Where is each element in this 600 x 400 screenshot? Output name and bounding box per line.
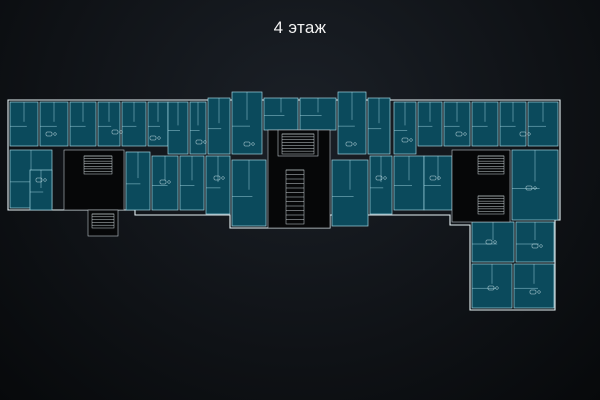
partition-line xyxy=(232,160,253,197)
partition-line xyxy=(424,156,441,186)
fixture-icon xyxy=(167,180,171,184)
fixture-icon xyxy=(45,131,53,137)
partition-line xyxy=(514,264,538,289)
partition-line xyxy=(152,156,168,186)
partition-line xyxy=(208,98,222,130)
fixture-icon xyxy=(463,132,467,136)
fixture-icon xyxy=(43,178,47,182)
fixture-icon xyxy=(531,243,539,249)
fixture-icon xyxy=(519,131,527,137)
fixture-icon xyxy=(409,138,413,142)
partition-line xyxy=(190,102,200,131)
partition-line xyxy=(394,102,408,131)
fixture-icon xyxy=(119,130,123,134)
partition-line xyxy=(472,102,488,127)
fixture-icon xyxy=(375,175,383,181)
fixture-icon xyxy=(111,129,119,135)
partition-line xyxy=(394,156,412,186)
partition-line xyxy=(338,92,355,127)
fixture-icon xyxy=(251,142,255,146)
fixture-icon xyxy=(429,175,437,181)
fixture-icon xyxy=(149,135,157,141)
partition-line xyxy=(472,264,496,289)
fixture-icon xyxy=(195,139,203,145)
partition-line xyxy=(122,102,137,127)
fixture-icon xyxy=(221,176,225,180)
partition-line xyxy=(300,98,322,116)
stair-core-center xyxy=(267,129,331,229)
partition-line xyxy=(418,102,433,127)
fixture-icon xyxy=(529,289,537,295)
partition-line xyxy=(168,102,180,131)
fixture-icon xyxy=(495,286,499,290)
partition-line xyxy=(332,160,354,197)
partition-line xyxy=(232,92,250,127)
fixture-icon xyxy=(401,137,409,143)
stair-core-right xyxy=(451,149,511,223)
fixture-icon xyxy=(345,141,353,147)
partition-line xyxy=(70,102,86,127)
partition-line xyxy=(264,98,285,116)
fixture-icon xyxy=(525,185,533,191)
fixture-icon xyxy=(203,140,207,144)
stair-core-left xyxy=(63,149,125,237)
fixture-icon xyxy=(383,176,387,180)
stair-flight xyxy=(477,155,505,175)
apartments xyxy=(9,91,559,309)
fixture-icon xyxy=(437,176,441,180)
partition-line xyxy=(206,156,221,189)
stair-flight xyxy=(477,195,505,215)
fixture-icon xyxy=(493,240,497,244)
fixture-icon xyxy=(213,175,221,181)
partition-line xyxy=(180,156,195,186)
fixture-icon xyxy=(539,244,543,248)
fixture-icon xyxy=(35,177,43,183)
apartment-unit[interactable] xyxy=(471,221,515,263)
fixture-icon xyxy=(533,186,537,190)
partition-line xyxy=(472,222,498,245)
partition-line xyxy=(98,102,112,127)
partition-line xyxy=(126,152,141,185)
stair-flight xyxy=(281,133,315,155)
stair-flight xyxy=(83,155,113,175)
fixture-icon xyxy=(159,179,167,185)
partition-line xyxy=(40,102,57,127)
fixture-icon xyxy=(353,142,357,146)
bathroom-fixtures xyxy=(35,129,543,295)
partition-line xyxy=(30,170,44,193)
fixture-icon xyxy=(157,136,161,140)
fixture-icon xyxy=(487,285,495,291)
floor-title: 4 этаж xyxy=(273,18,327,37)
stair-flight xyxy=(285,169,305,225)
partition-line xyxy=(368,98,382,130)
partition-line xyxy=(10,102,27,127)
partition-line xyxy=(500,102,516,127)
stair-flight xyxy=(91,213,115,229)
partition-line xyxy=(528,102,546,127)
fixture-icon xyxy=(243,141,251,147)
fixture-icon xyxy=(527,132,531,136)
fixture-icon xyxy=(537,290,541,294)
partition-line xyxy=(444,102,460,127)
fixture-icon xyxy=(455,131,463,137)
partition-line xyxy=(370,156,384,189)
partition-line xyxy=(148,102,160,127)
fixture-icon xyxy=(53,132,57,136)
fixture-icon xyxy=(485,239,493,245)
